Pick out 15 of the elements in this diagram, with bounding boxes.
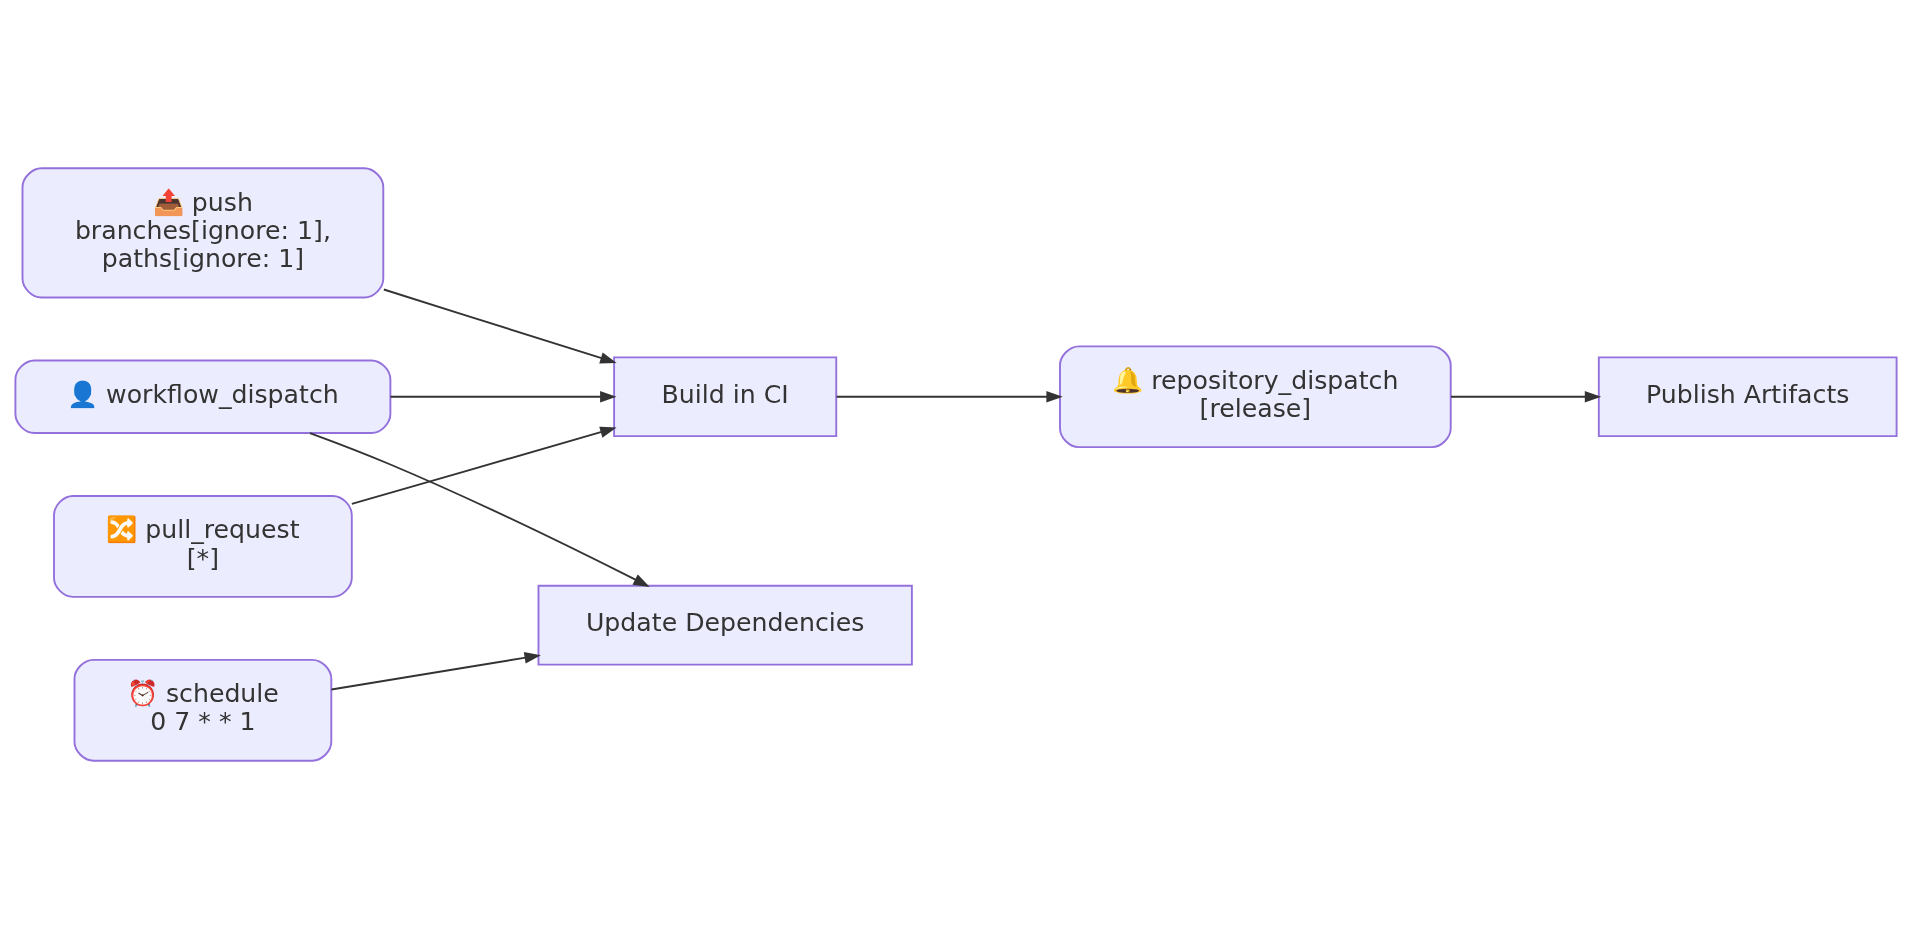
arrow [835, 390, 1063, 402]
node-box: 🔀 pull_request [*] [53, 494, 353, 598]
node-box: Publish Artifacts [1597, 355, 1898, 437]
arrow [1450, 390, 1602, 402]
node-box: 📤 push branches[ignore: 1], paths[ignore: 1] [21, 166, 385, 298]
arrow [389, 390, 617, 402]
node-box: Build in CI [613, 355, 838, 437]
arrow [350, 426, 617, 505]
arrow [382, 288, 617, 363]
node-box: ⏰ schedule 0 7 * * 1 [73, 658, 333, 762]
arrow [330, 651, 541, 690]
arrow [308, 431, 650, 587]
node-box: 🔔 repository_dispatch [release] [1059, 344, 1452, 448]
node-box: Update Dependencies [537, 584, 913, 666]
node-box: 👤 workflow_dispatch [14, 359, 392, 434]
